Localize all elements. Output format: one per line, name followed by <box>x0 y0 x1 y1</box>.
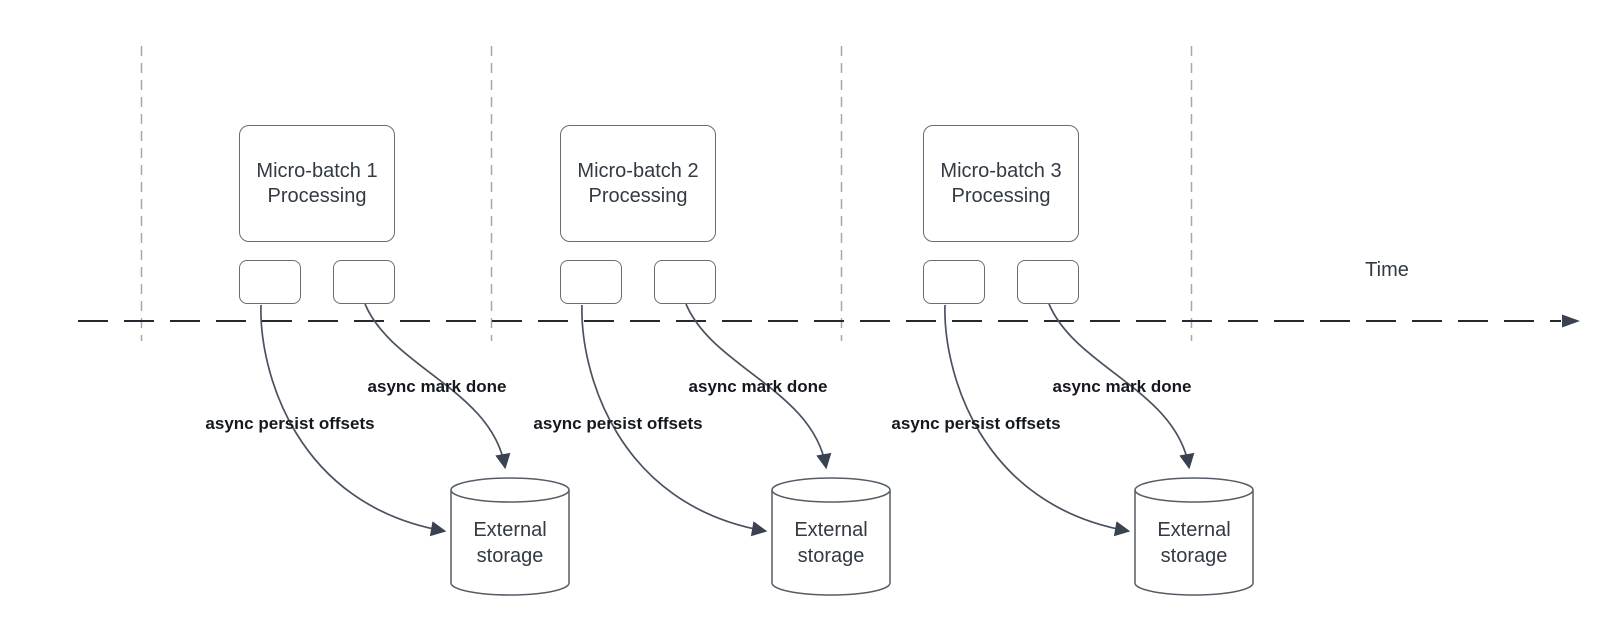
persist-offsets-task-box-2 <box>560 260 622 304</box>
micro-batch-2-box-label: Micro-batch 2 Processing <box>577 159 699 207</box>
external-storage-label-2: External storage <box>794 519 868 567</box>
mark-done-label-2: async mark done <box>688 377 828 396</box>
micro-batch-1-box: Micro-batch 1 Processing <box>239 125 395 242</box>
persist-offsets-label-1: async persist offsets <box>205 414 375 433</box>
micro-batch-1-box-label: Micro-batch 1 Processing <box>256 159 378 207</box>
external-storage-cylinder-1 <box>450 477 570 596</box>
external-storage-label-1: External storage <box>473 519 547 567</box>
persist-offsets-arrow-1 <box>260 304 447 537</box>
mark-done-arrow-2 <box>685 303 832 470</box>
micro-batch-3-box-label: Micro-batch 3 Processing <box>940 159 1062 207</box>
time-axis-label: Time <box>1365 259 1409 281</box>
micro-batch-2-box: Micro-batch 2 Processing <box>560 125 716 242</box>
micro-batch-3-box: Micro-batch 3 Processing <box>923 125 1079 242</box>
mark-done-label-1: async mark done <box>367 377 507 396</box>
external-storage-label-3: External storage <box>1157 519 1231 567</box>
persist-offsets-task-box-1 <box>239 260 301 304</box>
persist-offsets-label-2: async persist offsets <box>533 414 703 433</box>
persist-offsets-task-box-3 <box>923 260 985 304</box>
mark-done-task-box-2 <box>654 260 716 304</box>
external-storage-cylinder-3 <box>1134 477 1254 596</box>
persist-offsets-arrow-2 <box>581 304 768 537</box>
external-storage-cylinder-2 <box>771 477 891 596</box>
mark-done-label-3: async mark done <box>1052 377 1192 396</box>
mark-done-task-box-1 <box>333 260 395 304</box>
mark-done-arrow-3 <box>1048 303 1195 470</box>
persist-offsets-arrow-3 <box>944 304 1131 537</box>
persist-offsets-label-3: async persist offsets <box>891 414 1061 433</box>
mark-done-task-box-3 <box>1017 260 1079 304</box>
mark-done-arrow-1 <box>364 303 511 470</box>
time-axis-arrowhead-icon <box>1562 314 1580 328</box>
